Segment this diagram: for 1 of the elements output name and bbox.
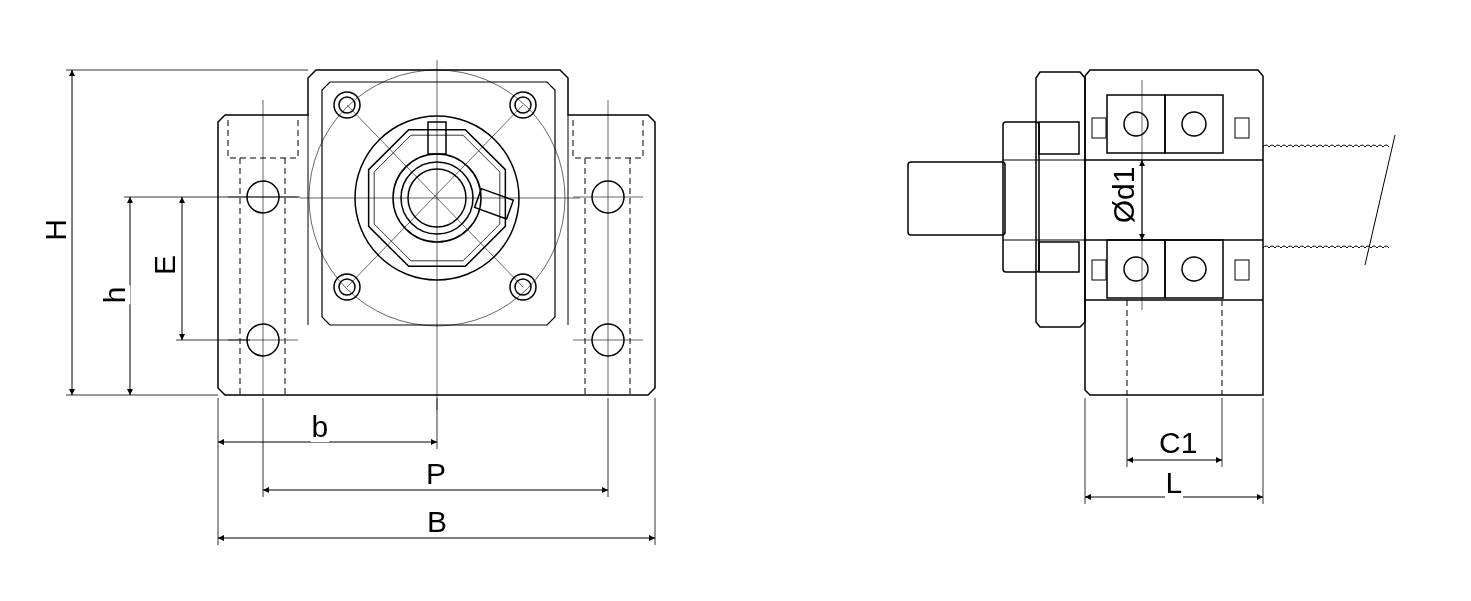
dimension-label: b [310,412,330,442]
